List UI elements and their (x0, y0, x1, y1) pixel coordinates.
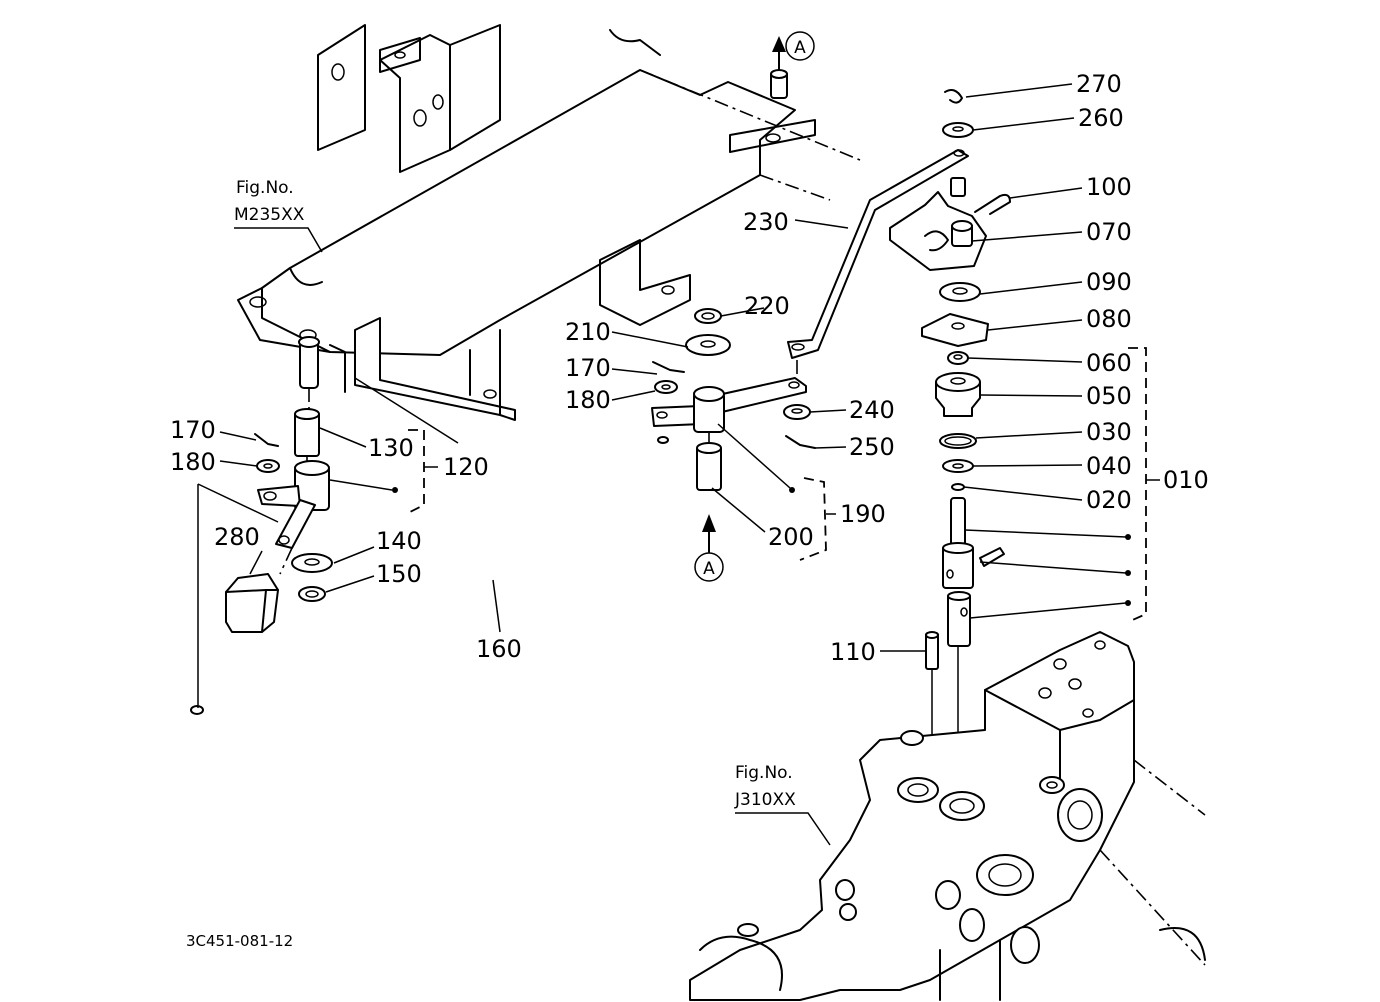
callout-210: 210 (565, 318, 611, 346)
group-brackets (408, 347, 1160, 623)
center-arm-assembly (651, 308, 816, 491)
callout-060: 060 (1086, 349, 1132, 377)
callout-070: 070 (1086, 218, 1132, 246)
callout-010: 010 (1163, 466, 1209, 494)
frame-assembly (237, 24, 861, 421)
frame-pin (298, 336, 320, 412)
callout-130: 130 (368, 434, 414, 462)
arrow-marker-top: A (794, 38, 806, 58)
figure-ref-label: Fig.No. (236, 178, 294, 198)
callout-020: 020 (1086, 486, 1132, 514)
callout-200: 200 (768, 523, 814, 551)
callout-030: 030 (1086, 418, 1132, 446)
callout-040: 040 (1086, 452, 1132, 480)
figure-ref-m235: Fig.No. M235XX (234, 178, 323, 253)
callout-190: 190 (840, 500, 886, 528)
figure-ref-j310: Fig.No. J310XX (734, 763, 831, 846)
leader-lines (197, 83, 1131, 708)
figure-ref-label: Fig.No. (735, 763, 793, 783)
callout-230: 230 (743, 208, 789, 236)
callout-150: 150 (376, 560, 422, 588)
callout-120: 120 (443, 453, 489, 481)
callout-110: 110 (830, 638, 876, 666)
arrow-a-top: A (770, 31, 815, 99)
callout-260: 260 (1078, 104, 1124, 132)
callout-170-left: 170 (170, 416, 216, 444)
callout-240: 240 (849, 396, 895, 424)
arrow-a-bottom: A (694, 514, 724, 582)
callout-050: 050 (1086, 382, 1132, 410)
callout-250: 250 (849, 433, 895, 461)
rod-230 (787, 149, 969, 359)
callout-090: 090 (1086, 268, 1132, 296)
callout-labels: 270 260 100 070 090 080 060 050 030 040 … (170, 70, 1209, 666)
valve-stack (889, 89, 1011, 820)
callout-080: 080 (1086, 305, 1132, 333)
left-arm-assembly (225, 408, 333, 633)
valve-housing (689, 631, 1206, 1001)
callout-180-left: 180 (170, 448, 216, 476)
figure-ref-number: J310XX (734, 790, 796, 810)
document-code: 3C451-081-12 (186, 932, 293, 950)
callout-280: 280 (214, 523, 260, 551)
callout-270: 270 (1076, 70, 1122, 98)
arrow-marker-bottom: A (703, 559, 715, 579)
figure-ref-number: M235XX (234, 205, 305, 225)
callout-180-center: 180 (565, 386, 611, 414)
callout-140: 140 (376, 527, 422, 555)
callout-160: 160 (476, 635, 522, 663)
callout-100: 100 (1086, 173, 1132, 201)
callout-220: 220 (744, 292, 790, 320)
rod-160 (189, 436, 669, 741)
callout-170-center: 170 (565, 354, 611, 382)
